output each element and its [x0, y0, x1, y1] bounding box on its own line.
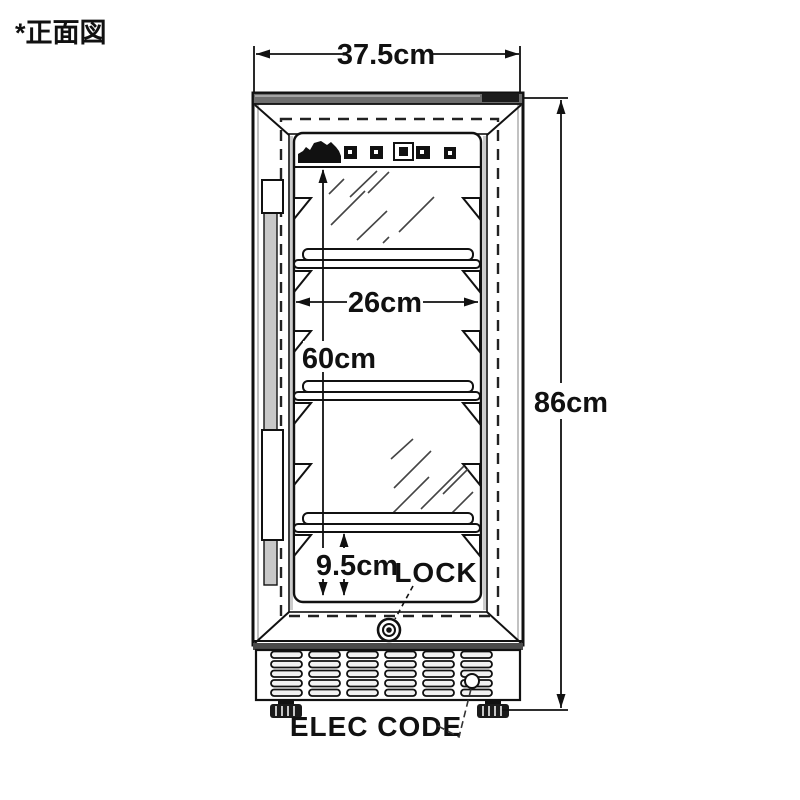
label-backer [347, 285, 423, 316]
elec-code-label: ELEC CODE [290, 711, 462, 742]
handle-bar-upper [263, 212, 278, 431]
door-handle [261, 179, 284, 586]
logo-detail [331, 157, 335, 163]
lock-keyhole-icon [386, 627, 392, 633]
bevel-top-left [254, 104, 290, 136]
top-hinge-cover [482, 94, 519, 102]
elec-code-callout: ELEC CODE [290, 688, 472, 742]
bracket-left-row3 [293, 463, 314, 488]
panel-button-1-glyph [348, 150, 352, 154]
handle-mount-bottom [261, 429, 284, 541]
vent-col-5 [422, 650, 455, 697]
handle-mount-top [261, 179, 284, 214]
vent-col-3 [346, 650, 379, 697]
arrow-up-icon [556, 100, 566, 114]
shelf-1 [293, 248, 481, 269]
dim-height-label: 86cm [534, 387, 608, 419]
bracket-right-row1 [460, 197, 481, 222]
bracket-left-row2 [293, 330, 314, 355]
door-lock [376, 617, 402, 643]
dim-bottom-gap-label: 9.5cm [316, 550, 398, 582]
glass-reflection-lower [390, 438, 474, 514]
label-backer [343, 37, 430, 68]
frame-left-shading [290, 136, 293, 610]
lock-label: LOCK [394, 557, 477, 588]
bracket-right-row2 [460, 330, 481, 355]
bracket-left-shelf1 [293, 270, 314, 295]
bracket-right-shelf3 [460, 534, 481, 559]
bracket-left-row1 [293, 197, 314, 222]
arrow-down-icon [318, 582, 328, 596]
arrow-up-icon [318, 169, 328, 183]
label-backer [536, 383, 606, 419]
brand-logo-icon [298, 141, 341, 163]
arrow-right-icon [505, 49, 519, 59]
panel-button-2-glyph [374, 150, 378, 154]
vent-top-band [253, 643, 523, 650]
glass-reflection-upper [328, 170, 435, 244]
page-title: *正面図 [15, 18, 107, 48]
lock-callout: LOCK [394, 557, 477, 620]
elec-code-leader-line [437, 688, 472, 739]
arrow-left-icon [296, 297, 310, 307]
bracket-right-shelf1 [460, 270, 481, 295]
bracket-right-shelf2 [460, 402, 481, 427]
foot-right [477, 699, 509, 718]
shelves [293, 248, 481, 533]
arrow-left-icon [256, 49, 270, 59]
lock-leader-line [394, 585, 414, 620]
frame-right-shading [483, 136, 486, 610]
shelf-brackets [293, 197, 481, 559]
vent-col-1 [270, 650, 303, 697]
bracket-left-shelf3 [293, 534, 314, 559]
shelf-2 [293, 380, 481, 401]
arrow-down-icon [556, 694, 566, 708]
vent-col-4 [384, 650, 417, 697]
vent-col-2 [308, 650, 341, 697]
panel-display-glyph [399, 147, 408, 156]
bevel-bottom-right [486, 611, 522, 644]
vent-slots [270, 650, 493, 697]
label-backer [303, 341, 375, 372]
panel-button-3-glyph [420, 150, 424, 154]
bevel-top-right [486, 104, 522, 136]
arrow-down-icon [339, 582, 349, 596]
vent-col-6 [460, 650, 493, 697]
door-gasket-dashed [279, 117, 500, 618]
dim-width-label: 37.5cm [337, 39, 435, 71]
dimension-labels: 37.5cm 86cm 26cm 60cm 9.5cm [302, 37, 608, 582]
vent-grille [253, 643, 523, 702]
bevel-bottom-left [254, 611, 290, 644]
label-backer [317, 548, 397, 579]
panel-button-4-glyph [448, 151, 452, 155]
dim-inner-width-label: 26cm [348, 287, 422, 319]
power-cord-outlet [464, 673, 480, 689]
shelf-3 [293, 512, 481, 533]
arrow-up-icon [339, 533, 349, 547]
dim-inner-height-label: 60cm [302, 343, 376, 375]
foot-left [270, 699, 302, 718]
handle-bar-lower [263, 539, 278, 586]
dimension-inner-height [318, 169, 328, 596]
leveling-feet [270, 699, 509, 718]
control-panel [298, 141, 456, 163]
arrow-right-icon [464, 297, 478, 307]
bracket-left-shelf2 [293, 402, 314, 427]
